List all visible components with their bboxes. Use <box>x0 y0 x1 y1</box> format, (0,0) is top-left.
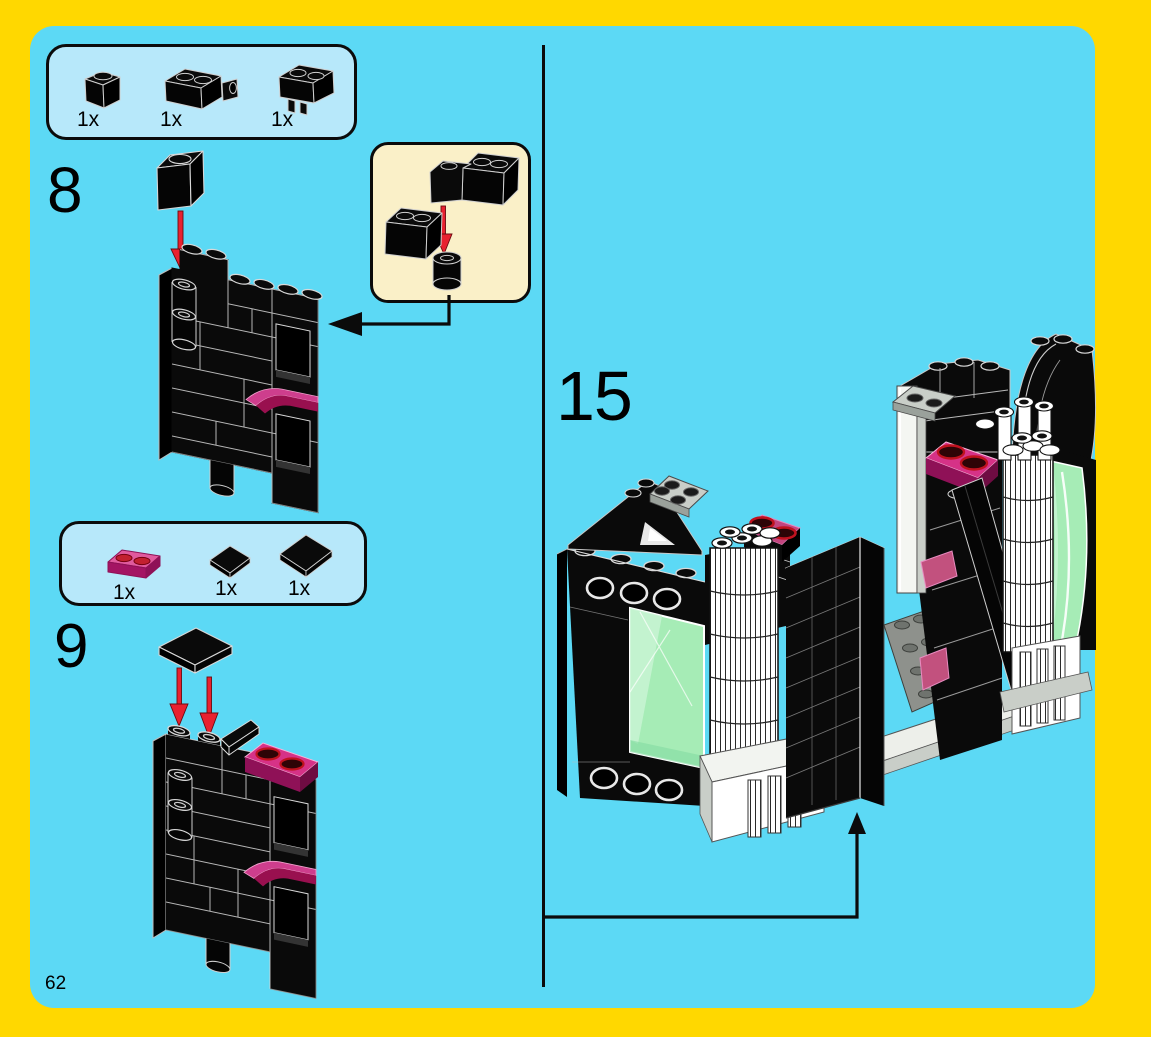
magenta-arch-brick <box>245 388 319 414</box>
left-module <box>556 475 709 806</box>
step8-assembly <box>158 243 323 514</box>
center-black-tower <box>784 536 886 819</box>
step8-parts-box: 1x 1x 1x <box>46 44 357 140</box>
step8-callout-art <box>384 152 520 291</box>
roof-gray-plate <box>649 475 709 518</box>
black-tile-small-icon <box>209 545 251 579</box>
post-gray-plate <box>891 385 957 422</box>
step9-number: 9 <box>54 612 88 681</box>
red-arrow-down <box>169 667 189 728</box>
white-column-left <box>709 523 781 763</box>
step15-number: 15 <box>556 357 633 435</box>
step9-part2-qty: 1x <box>215 577 238 600</box>
step9-parts-box: 1x 1x 1x <box>59 521 367 606</box>
magenta-plate-on-top <box>243 742 320 792</box>
step8-number: 8 <box>47 154 83 226</box>
red-arrow-down <box>199 676 219 739</box>
step8-brick-placement <box>156 150 205 271</box>
green-window <box>629 606 705 770</box>
step15-assembly <box>556 333 1097 843</box>
step8-part3-qty: 1x <box>271 108 294 131</box>
white-column-right <box>974 396 1096 653</box>
black-brick-1x1-icon <box>84 71 121 109</box>
black-brick-1x2-side-stud-icon <box>164 68 239 110</box>
magenta-plate-1x2-icon <box>107 549 161 579</box>
step9-part1-qty: 1x <box>113 581 136 604</box>
white-base-right <box>999 635 1093 735</box>
magenta-arch-brick <box>243 860 317 887</box>
step15-arrow <box>543 812 866 919</box>
step9-assembly <box>152 719 320 1000</box>
step8-part2-qty: 1x <box>160 108 183 131</box>
white-frame-post <box>891 385 957 594</box>
section-divider-line <box>542 45 545 987</box>
black-brick-1x2-with-pin-icon <box>278 64 335 116</box>
page-number: 62 <box>45 973 67 994</box>
step9-part3-qty: 1x <box>288 577 311 600</box>
black-tile-large-icon <box>279 534 333 578</box>
step8-part1-qty: 1x <box>77 108 100 131</box>
step8-callout-arrow <box>328 295 451 336</box>
step9-tile-placement <box>158 627 233 739</box>
